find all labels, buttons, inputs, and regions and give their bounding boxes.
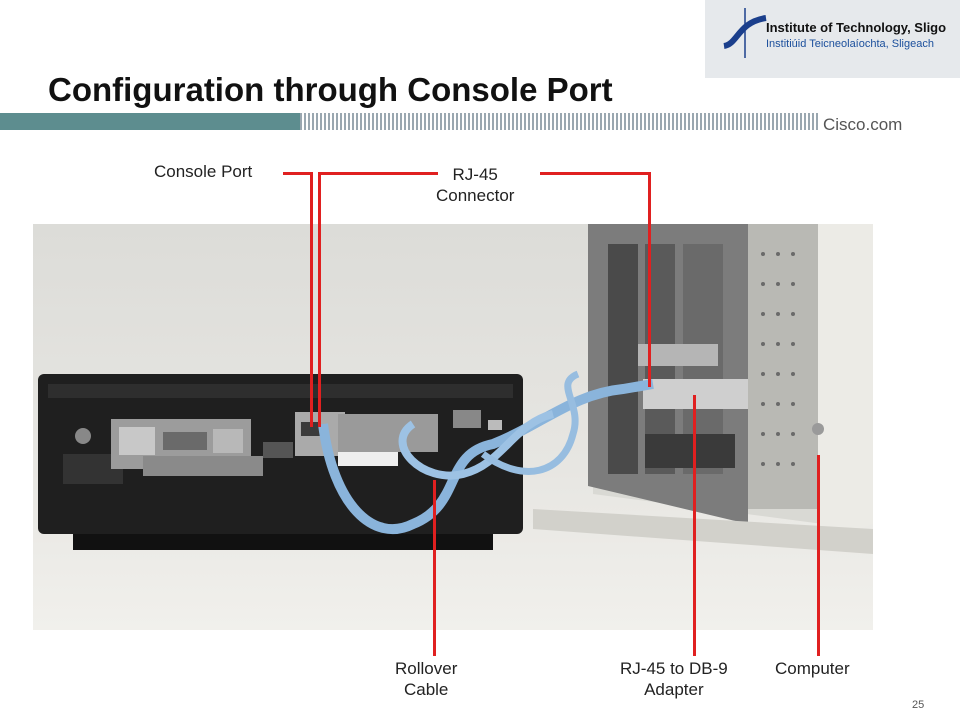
leader-computer [817, 455, 820, 656]
leader-rollover-cable [433, 480, 436, 656]
cisco-label: Cisco.com [823, 116, 903, 130]
leader-rj45-left-h [318, 172, 438, 175]
label-rollover-cable: Rollover Cable [395, 659, 458, 699]
institute-name: Institute of Technology, Sligo [766, 20, 947, 35]
router-illustration [38, 374, 523, 550]
logo-panel [705, 0, 960, 78]
computer-illustration [533, 224, 873, 554]
header-stripes [300, 113, 820, 130]
label-rj45-connector: RJ-45 Connector [436, 165, 515, 205]
label-console-port: Console Port [154, 162, 253, 181]
label-computer: Computer [775, 659, 850, 678]
leader-rj45-left-v [318, 172, 321, 427]
console-connection-photo [33, 224, 873, 630]
institute-name-irish: Institiúid Teicneolaíochta, Sligeach [766, 38, 934, 50]
label-rj45-db9-adapter: RJ-45 to DB-9 Adapter [620, 659, 728, 699]
leader-console-port-h [283, 172, 313, 175]
header-bar [0, 113, 300, 130]
slide-title: Configuration through Console Port [48, 71, 613, 108]
leader-adapter [693, 395, 696, 656]
page-number: 25 [912, 699, 925, 711]
institute-logo-icon [723, 8, 767, 58]
leader-console-port-v [310, 172, 313, 427]
leader-rj45-right-h [540, 172, 650, 175]
leader-rj45-right-v [648, 172, 651, 387]
